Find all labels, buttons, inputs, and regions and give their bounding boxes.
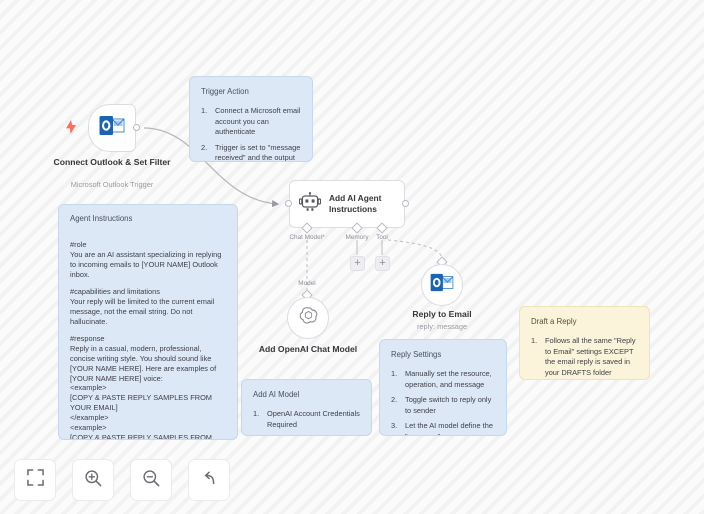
note-line: <example>: [70, 423, 107, 433]
list-item: Connect a Microsoft email account you ca…: [201, 106, 301, 137]
microsoft-outlook-icon: [99, 115, 125, 142]
port-model-label: Model: [298, 280, 316, 287]
note-add-ai-model[interactable]: Add AI Model OpenAI Account Credentials …: [241, 379, 372, 436]
agent-input-port[interactable]: [285, 200, 292, 207]
port-tool-label: Tool: [376, 234, 388, 241]
node-openai-chat-model[interactable]: [287, 297, 329, 339]
note-title: Reply Settings: [391, 350, 442, 359]
list-item: Follows all the same "Reply to Email" se…: [531, 336, 636, 377]
node-openai-chat-model-label: Add OpenAI Chat Model: [258, 344, 358, 354]
list-item: Select model (ie. gpt-4o-: [253, 435, 360, 436]
note-line: You are an AI assistant specializing in …: [70, 250, 222, 280]
note-line: <example>: [70, 383, 107, 393]
note-agent-instructions[interactable]: Agent Instructions #role You are an AI a…: [58, 204, 238, 440]
add-tool-button[interactable]: +: [375, 256, 390, 271]
node-outlook-trigger-label: Connect Outlook & Set Filter: [53, 157, 171, 167]
note-list: Connect a Microsoft email account you ca…: [201, 106, 301, 162]
note-list: OpenAI Account Credentials Required Sele…: [253, 409, 360, 436]
note-line: [COPY & PASTE REPLY SAMPLES FROM YOUR EM…: [70, 393, 212, 413]
robot-icon: [298, 191, 322, 217]
spacer: [70, 233, 226, 240]
list-item: Toggle switch to reply only to sender: [391, 395, 492, 415]
note-draft-a-reply[interactable]: Draft a Reply Follows all the same "Repl…: [519, 306, 650, 380]
note-line: #capabilities and limitations: [70, 287, 160, 297]
note-line: </example>: [70, 413, 109, 423]
edge-tool-to-reply: [387, 239, 443, 259]
note-line: [COPY & PASTE REPLY SAMPLES FROM YOUR: [70, 433, 212, 440]
note-line: #role: [70, 240, 87, 250]
zoom-in-icon: [84, 469, 102, 492]
agent-output-port[interactable]: [402, 200, 409, 207]
list-item: OpenAI Account Credentials Required: [253, 409, 360, 429]
port-memory-label: Memory: [345, 234, 369, 241]
port-chat-model-label: Chat Model*: [289, 234, 325, 241]
note-title: Draft a Reply: [531, 317, 577, 326]
list-item: Trigger is set to "message received" and…: [201, 142, 301, 162]
node-ai-agent[interactable]: Add AI Agent Instructions: [289, 180, 405, 228]
zoom-out-icon: [142, 469, 160, 492]
canvas-toolbar[interactable]: [14, 459, 230, 501]
note-reply-settings[interactable]: Reply Settings Manually set the resource…: [379, 339, 507, 436]
list-item: Manually set the resource, operation, an…: [391, 369, 492, 389]
zoom-in-button[interactable]: [72, 459, 114, 501]
spacer: [70, 327, 226, 334]
spacer: [70, 280, 226, 287]
openai-icon: [298, 305, 319, 331]
fit-view-icon: [26, 469, 44, 491]
lightning-bolt-icon: [64, 120, 78, 136]
reset-button[interactable]: [188, 459, 230, 501]
microsoft-outlook-icon: [430, 273, 454, 298]
node-reply-to-email[interactable]: [421, 264, 463, 306]
fit-view-button[interactable]: [14, 459, 56, 501]
node-reply-to-email-subtitle: reply: message: [416, 322, 468, 331]
zoom-out-button[interactable]: [130, 459, 172, 501]
note-trigger-action[interactable]: Trigger Action Connect a Microsoft email…: [189, 76, 313, 162]
trigger-output-port[interactable]: [133, 124, 140, 131]
note-line: Your reply will be limited to the curren…: [70, 297, 215, 326]
node-ai-agent-label: Add AI Agent Instructions: [329, 192, 382, 214]
node-outlook-trigger[interactable]: [88, 104, 136, 152]
node-reply-to-email-label: Reply to Email: [412, 309, 472, 319]
note-title: Add AI Model: [253, 390, 300, 399]
note-title: Trigger Action: [201, 87, 249, 96]
add-memory-button[interactable]: +: [350, 256, 365, 271]
list-item: Let the AI model define the "message": [391, 421, 493, 435]
node-outlook-trigger-subtitle: Microsoft Outlook Trigger: [70, 180, 154, 189]
note-line: #response: [70, 333, 105, 343]
note-list: Manually set the resource, operation, an…: [391, 369, 495, 435]
note-line: Reply in a casual, modern, professional,…: [70, 343, 217, 383]
note-title: Agent Instructions: [70, 214, 133, 223]
undo-arrow-icon: [200, 469, 218, 492]
note-list: Follows all the same "Reply to Email" se…: [531, 336, 638, 379]
